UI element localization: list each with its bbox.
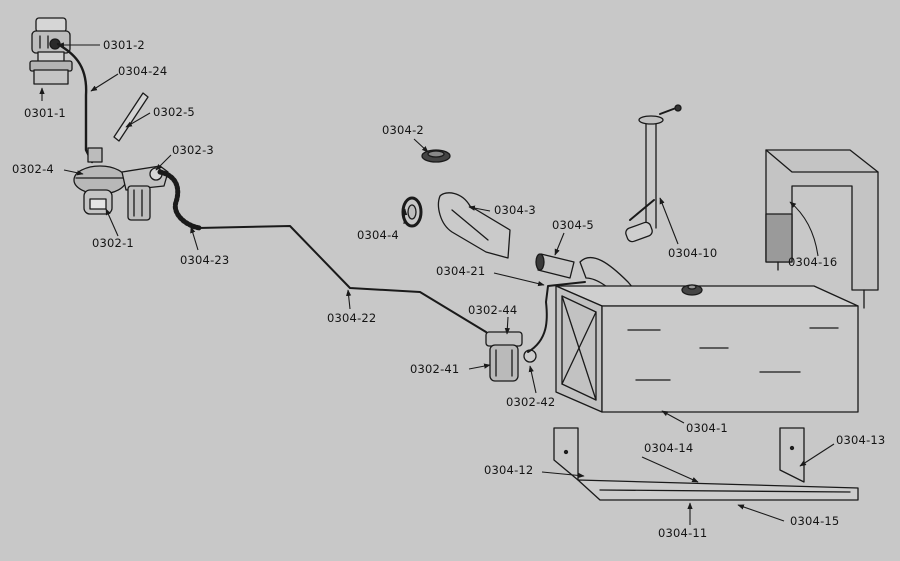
gasket — [401, 196, 423, 228]
fuel-filter — [485, 331, 537, 382]
sending-unit — [625, 104, 682, 243]
label-0304-3: 0304-3 — [494, 203, 536, 217]
label-0304-11: 0304-11 — [658, 526, 708, 540]
label-0302-44: 0302-44 — [468, 303, 518, 317]
label-0304-16: 0304-16 — [788, 255, 838, 269]
filler-cap — [421, 149, 451, 163]
label-0304-24: 0304-24 — [118, 64, 168, 78]
label-0302-1: 0302-1 — [92, 236, 134, 250]
label-0304-10: 0304-10 — [668, 246, 718, 260]
label-0304-13: 0304-13 — [836, 433, 886, 447]
label-0304-4: 0304-4 — [357, 228, 399, 242]
fuel-pump-assembly — [73, 147, 169, 221]
label-0302-41: 0302-41 — [410, 362, 460, 376]
fuel-tank — [555, 284, 859, 413]
label-0304-5: 0304-5 — [552, 218, 594, 232]
label-0301-2: 0301-2 — [103, 38, 145, 52]
fuel-line-0304-21 — [527, 281, 586, 353]
label-0302-3: 0302-3 — [172, 143, 214, 157]
sediment-bowl-assembly — [29, 17, 73, 85]
label-0302-4: 0302-4 — [12, 162, 54, 176]
tank-strap — [553, 427, 859, 501]
pushrod — [113, 92, 149, 142]
label-0302-5: 0302-5 — [153, 105, 195, 119]
fuel-line-0304-22 — [197, 225, 487, 333]
label-0304-12: 0304-12 — [484, 463, 534, 477]
connector-tube — [535, 253, 575, 279]
label-0304-23: 0304-23 — [180, 253, 230, 267]
side-bracket — [765, 149, 879, 309]
label-0304-14: 0304-14 — [644, 441, 694, 455]
label-0304-1: 0304-1 — [686, 421, 728, 435]
label-0302-42: 0302-42 — [506, 395, 556, 409]
label-0304-15: 0304-15 — [790, 514, 840, 528]
label-0304-2: 0304-2 — [382, 123, 424, 137]
label-0301-1: 0301-1 — [24, 106, 66, 120]
label-0304-21: 0304-21 — [436, 264, 486, 278]
label-0304-22: 0304-22 — [327, 311, 377, 325]
flex-hose — [157, 169, 203, 231]
filler-neck — [437, 192, 511, 259]
